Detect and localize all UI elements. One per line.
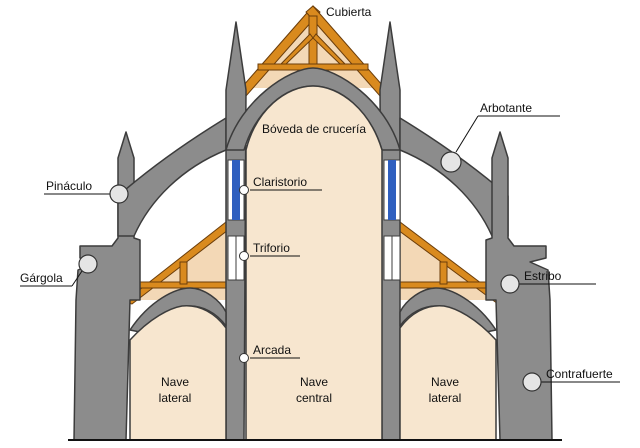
label-gargola: Gárgola [20, 271, 63, 285]
arbotante-marker [440, 151, 462, 173]
triforio-dot [239, 251, 249, 261]
central-nave-space [245, 85, 383, 441]
pinaculo-marker [109, 184, 129, 204]
contrafuerte-marker [522, 372, 542, 392]
right-clerestory-glass [388, 160, 396, 220]
label-nave-lateral-izq-1: Nave [161, 375, 189, 389]
label-pinaculo: Pináculo [46, 179, 92, 193]
label-arbotante: Arbotante [480, 101, 532, 115]
left-aisle-roof-post [179, 261, 188, 285]
central-roof-kingpost [308, 15, 318, 69]
left-pier-spire [225, 21, 247, 441]
label-cubierta: Cubierta [326, 5, 372, 19]
label-arcada: Arcada [253, 343, 291, 357]
arcada-dot [239, 353, 249, 363]
label-nave-lateral-izq-2: lateral [159, 391, 192, 405]
label-nave-lateral-der-1: Nave [431, 375, 459, 389]
central-roof-strut-right [312, 33, 347, 65]
right-aisle-roof-post [439, 261, 448, 285]
right-pier-spire [379, 21, 401, 441]
stone-structure [73, 21, 553, 441]
left-aisle-space [129, 305, 227, 441]
label-triforio: Triforio [253, 241, 290, 255]
left-clerestory-glass [232, 160, 240, 220]
claristorio-dot [239, 185, 249, 195]
label-nave-central-1: Nave [300, 375, 328, 389]
label-claristorio: Claristorio [253, 175, 307, 189]
label-contrafuerte: Contrafuerte [546, 367, 613, 381]
arbotante-leader-2 [455, 115, 479, 153]
label-estribo: Estribo [524, 269, 562, 283]
label-boveda: Bóveda de crucería [262, 122, 366, 136]
label-nave-central-2: central [296, 391, 332, 405]
central-roof [235, 5, 391, 97]
label-nave-lateral-der-2: lateral [429, 391, 462, 405]
right-aisle-space [399, 305, 497, 441]
gargola-marker [78, 254, 98, 274]
estribo-marker [500, 274, 520, 294]
left-aisle-roof [122, 221, 229, 305]
